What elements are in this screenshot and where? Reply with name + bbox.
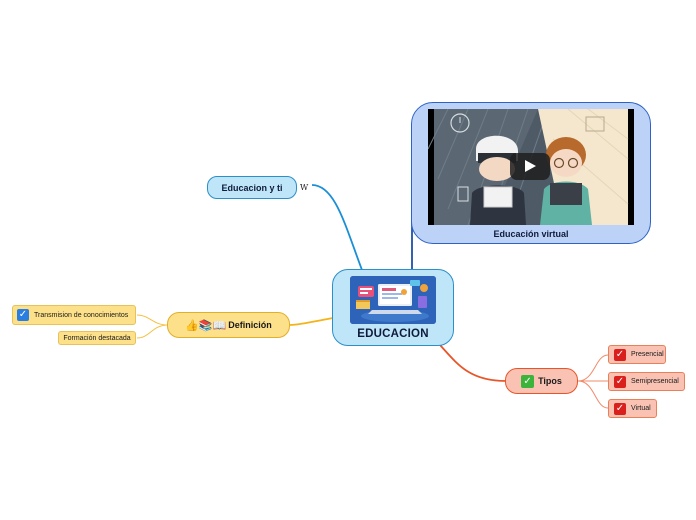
topic-tipos-label: Tipos [538, 376, 562, 386]
link-definicion [289, 317, 334, 326]
link-def-leaf-1 [136, 314, 169, 326]
checkbox-blue-icon: ✓ [17, 309, 29, 321]
wikipedia-icon[interactable]: W [300, 183, 309, 192]
video-player[interactable] [428, 109, 634, 225]
subtopic-virtual[interactable]: ✓ Virtual [608, 399, 657, 418]
subtopic-virtual-label: Virtual [631, 405, 651, 412]
subtopic-presencial-label: Presencial [631, 351, 664, 358]
link-tipos-leaf-3 [577, 380, 609, 409]
subtopic-semipresencial[interactable]: ✓ Semipresencial [608, 372, 685, 391]
video-caption: Educación virtual [493, 229, 569, 239]
topic-educacion-y-ti[interactable]: Educacion y ti [207, 176, 297, 199]
subtopic-semipresencial-label: Semipresencial [631, 378, 679, 385]
link-tipos-leaf-1 [577, 354, 609, 382]
subtopic-formacion-label: Formación destacada [63, 334, 131, 342]
subtopic-presencial[interactable]: ✓ Presencial [608, 345, 666, 364]
central-label: EDUCACION [357, 328, 429, 340]
topic-definicion[interactable]: 👍📚📖 Definición [167, 312, 290, 338]
checkbox-red-icon: ✓ [614, 402, 626, 415]
subtopic-transmision-label: Transmision de conocimientos [34, 311, 129, 319]
topic-definicion-label: Definición [228, 320, 272, 330]
topic-educacion-y-ti-label: Educacion y ti [221, 182, 283, 193]
link-def-leaf-2 [136, 324, 169, 339]
subtopic-formacion[interactable]: Formación destacada [58, 331, 136, 345]
definicion-emoji-icons: 👍📚📖 [185, 319, 227, 332]
central-topic[interactable]: EDUCACION [332, 269, 454, 346]
subtopic-transmision[interactable]: ✓ Transmision de conocimientos [12, 305, 136, 325]
video-topic[interactable]: Educación virtual [411, 102, 651, 244]
checkbox-red-icon: ✓ [614, 375, 626, 388]
video-thumbnail [428, 109, 634, 225]
topic-tipos[interactable]: ✓ Tipos [505, 368, 578, 394]
checkbox-red-icon: ✓ [614, 348, 626, 361]
play-icon[interactable] [510, 153, 550, 180]
education-illustration [350, 276, 436, 324]
link-tipos [439, 344, 507, 382]
checkbox-green-icon: ✓ [521, 374, 535, 388]
link-educacion-y-ti [311, 184, 363, 271]
